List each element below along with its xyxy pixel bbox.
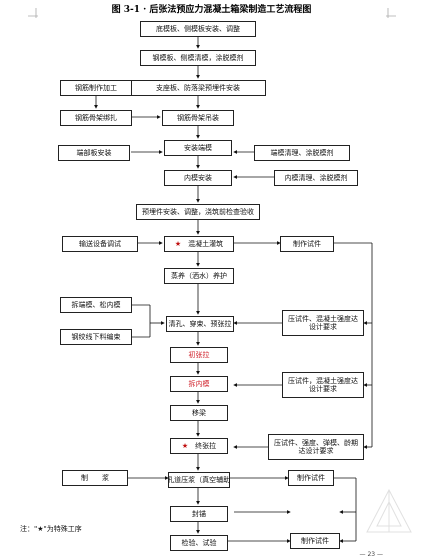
node-rebar-cage-tying: 钢筋骨架绑扎 (60, 110, 132, 126)
node-grouting: ★孔道压浆（真空辅助） (168, 472, 230, 488)
node-specimen-making-2: 制作试件 (288, 470, 334, 486)
node-specimen-test-1: 压试件、混凝土强度达设计要求 (282, 310, 364, 336)
node-pretension: 清孔、穿束、预张拉 (166, 316, 234, 332)
node-initial-tension: 初张拉 (170, 347, 228, 363)
node-specimen-making-1: 制作试件 (280, 236, 334, 252)
legend-note: 注："★"为特殊工序 (20, 525, 82, 533)
node-inspection: 检验、试验 (170, 535, 228, 551)
node-remove-end-form: 拆端模、松内模 (60, 297, 132, 313)
node-specimen-making-3: 制作试件 (290, 533, 340, 549)
node-end-plate-install: 端部板安装 (58, 145, 130, 161)
node-base-formwork: 底模板、侧模板安装、调整 (140, 21, 256, 37)
node-embedded-parts: 预埋件安装、调整，浇筑前检查验收 (136, 204, 260, 220)
node-move-beam: 移梁 (170, 405, 228, 421)
node-inner-form-cleaning: 内模清理、涂脱模剂 (274, 170, 358, 186)
node-end-formwork: 安装端模 (164, 140, 232, 156)
page-title: 图 3-1 · 后张法预应力混凝土箱梁制造工艺流程图 (111, 5, 312, 15)
node-final-tension: ★ 终张拉 (170, 438, 228, 454)
node-specimen-test-2: 压试件，混凝土强度达设计要求 (282, 372, 364, 398)
node-specimen-test-3: 压试件、强度、弹模、龄期达设计要求 (268, 434, 364, 460)
node-inner-formwork: 内模安装 (164, 170, 232, 186)
node-end-form-cleaning: 端模清理、涂脱模剂 (254, 145, 350, 161)
node-concrete-pouring: ★ 混凝土灌筑 (164, 236, 234, 252)
node-clean-formwork: 钢模板、侧模清模，涂脱模剂 (140, 50, 256, 66)
watermark-logo (366, 488, 412, 533)
node-grout-making: 制 浆 (62, 470, 128, 486)
page-number: — 23 — (359, 551, 383, 558)
node-remove-inner-form: 拆内模 (170, 376, 228, 392)
node-bearing-plates: 支座板、防落梁预埋件安装 (130, 80, 266, 96)
node-rebar-fabrication: 钢筋制作加工 (60, 80, 132, 96)
node-equipment-debug: 输送设备调试 (62, 236, 138, 252)
node-cage-hoisting: 钢筋骨架吊装 (162, 110, 234, 126)
node-strand-cutting: 钢绞线下料编束 (60, 329, 132, 345)
node-curing: 蒸养（洒水）养护 (164, 268, 234, 284)
node-anchor-sealing: 封锚 (170, 506, 228, 522)
